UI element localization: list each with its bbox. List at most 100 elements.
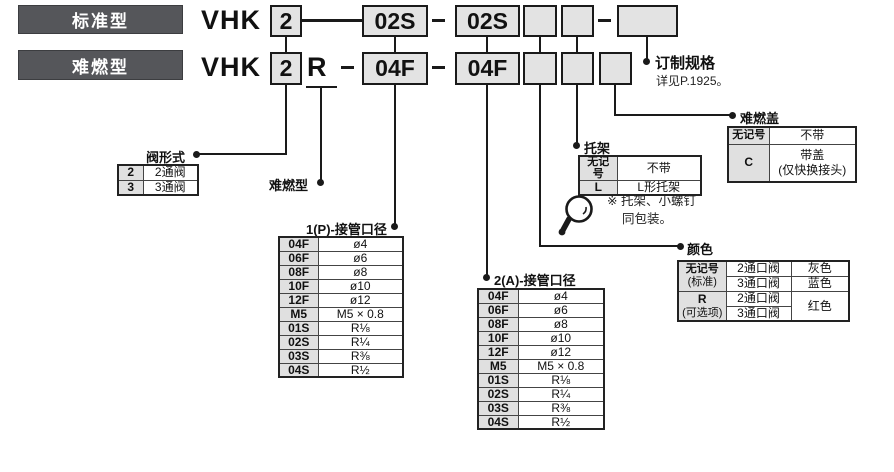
endpoint-dot bbox=[483, 274, 490, 281]
port-size-value: ø12 bbox=[317, 292, 404, 308]
table-row: 2 2通阀 bbox=[117, 164, 199, 181]
color-value: 红色 bbox=[790, 290, 850, 322]
port-size-code: 04F bbox=[477, 288, 519, 304]
port-size-code: 12F bbox=[278, 292, 319, 308]
bracket-code: 无记号 bbox=[578, 155, 618, 182]
color-code-group1: 无记号 (标准) bbox=[677, 260, 727, 292]
color-code-sub: (标准) bbox=[687, 276, 717, 289]
valve-code-box-flame: 2 bbox=[270, 52, 302, 85]
port-size-value: R⅜ bbox=[517, 400, 605, 416]
connector bbox=[614, 114, 732, 116]
port-size-value: ø10 bbox=[317, 278, 404, 294]
valve-code: 2 bbox=[117, 164, 144, 181]
port-size-value: ø8 bbox=[517, 316, 605, 332]
port-size-code: 06F bbox=[278, 250, 319, 266]
bracket-option-blank-box-flame bbox=[561, 52, 594, 85]
color-option-blank-box-flame bbox=[523, 52, 557, 85]
connector bbox=[486, 37, 488, 52]
dash bbox=[598, 19, 611, 22]
flame-cover-blank-box bbox=[599, 52, 632, 85]
port-size-code: 12F bbox=[477, 344, 519, 360]
connector bbox=[539, 85, 541, 247]
model-prefix-standard: VHK bbox=[201, 5, 262, 35]
connector bbox=[539, 245, 679, 247]
port1-code-box-standard: 02S bbox=[362, 5, 428, 37]
cover-label-line2: (仅快换接头) bbox=[778, 162, 847, 177]
table-row: 无记号 不带 bbox=[727, 126, 857, 145]
cover-code: 无记号 bbox=[727, 126, 770, 145]
port-size-code: 08F bbox=[477, 316, 519, 332]
table-row: 无记号 (标准) 2通口阀 灰色 bbox=[677, 260, 850, 292]
dash bbox=[341, 66, 354, 69]
magnifier-icon bbox=[558, 195, 593, 236]
port-size-code: 03S bbox=[477, 400, 519, 416]
dash bbox=[432, 19, 445, 22]
port-size-value: ø10 bbox=[517, 330, 605, 346]
port-size-value: R½ bbox=[317, 362, 404, 378]
cover-label-line1: 带盖 bbox=[800, 147, 825, 162]
port-size-code: 01S bbox=[278, 320, 319, 336]
bracket-callout: 托架 bbox=[584, 141, 611, 156]
connector bbox=[394, 37, 396, 52]
endpoint-dot bbox=[317, 179, 324, 186]
table-row: 3通口阀 bbox=[678, 305, 849, 322]
port2-code-box-flame: 04F bbox=[455, 52, 520, 85]
table-row: 无记号 不带 bbox=[578, 155, 702, 182]
connector bbox=[646, 37, 648, 59]
color-valve: 3通口阀 bbox=[725, 275, 792, 292]
note-mark: ※ bbox=[607, 194, 618, 208]
connector bbox=[285, 37, 287, 52]
color-option-blank-box-standard bbox=[523, 5, 557, 37]
connector bbox=[539, 37, 541, 52]
port-size-value: R⅛ bbox=[517, 372, 605, 388]
flame-option-r: R bbox=[307, 52, 327, 82]
note-text: 托架、小螺钉 bbox=[620, 194, 696, 208]
port-size-value: ø4 bbox=[317, 236, 404, 252]
valve-code-box-standard: 2 bbox=[270, 5, 302, 37]
color-valve: 2通口阀 bbox=[725, 290, 792, 307]
standard-type-label: 标准型 bbox=[18, 5, 183, 34]
table-row: 3通口阀 蓝色 bbox=[678, 275, 850, 292]
valve-label: 2通阀 bbox=[142, 164, 199, 181]
port-size-code: 04F bbox=[278, 236, 319, 252]
connector bbox=[320, 88, 322, 181]
port-size-value: M5 × 0.8 bbox=[517, 358, 605, 374]
bracket-note-line2: 同包装。 bbox=[622, 212, 673, 226]
port2-code-box-standard: 02S bbox=[455, 5, 520, 37]
port-size-value: ø6 bbox=[317, 250, 404, 266]
port-size-code: 02S bbox=[278, 334, 319, 350]
color-value: 灰色 bbox=[790, 260, 850, 277]
endpoint-dot bbox=[193, 151, 200, 158]
color-value: 蓝色 bbox=[790, 275, 850, 292]
port-size-value: R¼ bbox=[517, 386, 605, 402]
cover-code: C bbox=[727, 143, 770, 183]
color-code-group2: R (可选项) bbox=[677, 290, 727, 322]
r-underline bbox=[306, 86, 337, 88]
bracket-label: L形托架 bbox=[616, 180, 702, 196]
color-table: 无记号 (标准) 2通口阀 灰色 3通口阀 蓝色 R (可选项) 2通口阀 红色… bbox=[677, 260, 850, 323]
model-prefix-flame: VHK bbox=[201, 52, 262, 82]
port-size-code: 10F bbox=[477, 330, 519, 346]
connector bbox=[394, 85, 396, 225]
port-size-code: 02S bbox=[477, 386, 519, 402]
custom-spec-blank-box bbox=[617, 5, 678, 37]
port-size-code: 08F bbox=[278, 264, 319, 280]
endpoint-dot bbox=[643, 58, 650, 65]
connector bbox=[614, 85, 616, 116]
bracket-note-line1: ※ 托架、小螺钉 bbox=[607, 190, 696, 209]
port-size-value: R¼ bbox=[317, 334, 404, 350]
flame-cover-callout: 难燃盖 bbox=[740, 111, 780, 126]
